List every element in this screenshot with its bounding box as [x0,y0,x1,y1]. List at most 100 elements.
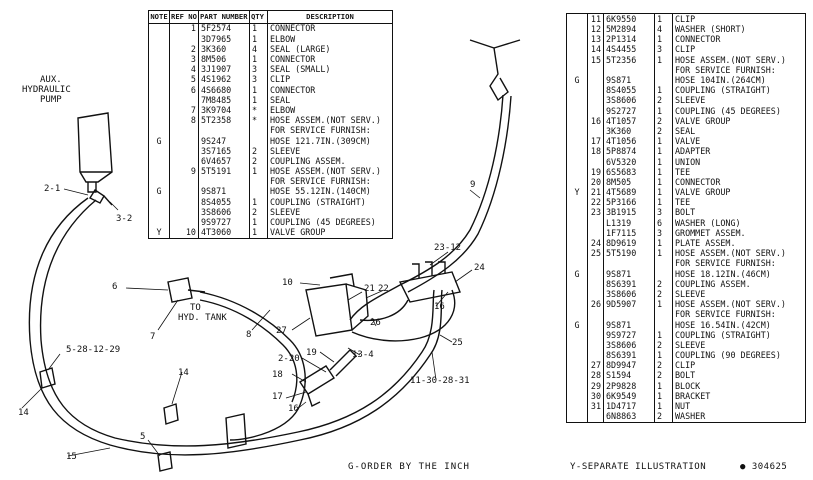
note-cell [566,360,588,371]
part-number-cell: 1D4717 [603,401,655,412]
note-cell [566,238,588,249]
header-desc: DESCRIPTION [267,10,393,24]
description-cell: SLEEVE [269,145,301,156]
callout-25: 25 [452,338,463,348]
note-cell [566,166,588,177]
note-cell [566,309,588,320]
part-number-cell: 9S871 [603,268,655,279]
note-cell [566,411,588,422]
ref-cell: 4 [169,64,199,75]
qty-cell: 1 [654,350,673,361]
hose-15 [28,197,443,456]
note-cell [566,13,588,25]
description-cell: HOSE 55.12IN.(140CM) [269,186,371,197]
note-cell [566,329,588,340]
ref-cell [587,227,604,239]
label-hyd-tank: HYD. TANK [178,313,227,323]
qty-cell: 1 [654,146,673,157]
ref-cell [169,176,199,187]
part-number-cell: 3J1907 [198,64,250,75]
qty-cell: 1 [654,34,673,45]
label-aux: AUX. [40,75,62,85]
table-row: FOR SERVICE FURNISH: [148,176,393,187]
description-cell: ELBOW [269,33,296,44]
description-cell: WASHER (LONG) [675,217,741,228]
description-cell: CLIP [675,360,696,371]
figure-number: ● 304625 [740,462,788,472]
description-cell: CLIP [675,44,696,55]
callout-9: 9 [470,180,476,190]
qty-cell: 1 [654,197,673,208]
qty-cell: 1 [654,13,673,25]
ref-cell: 10 [169,227,199,238]
qty-cell: 4 [249,43,268,55]
note-cell [566,126,588,137]
ref-cell [169,125,199,136]
ref-cell [587,340,604,351]
description-cell: SLEEVE [675,95,706,106]
qty-cell: 2 [654,411,673,422]
ref-cell: 2 [169,43,199,55]
qty-cell: 3 [654,227,673,239]
ref-cell [169,145,199,156]
note-cell: G [566,268,588,279]
description-cell: BLOCK [675,380,701,391]
ref-cell [587,268,604,279]
qty-cell: 1 [654,85,673,96]
note-cell [148,156,170,167]
ref-cell: 6 [169,84,199,95]
part-number-cell: 9S9727 [198,217,250,228]
description-cell: ADAPTER [675,146,711,157]
ref-cell: 5 [169,74,199,85]
qty-cell [654,64,673,76]
table-row: FOR SERVICE FURNISH: [566,258,806,269]
part-number-cell: 8M506 [198,54,250,65]
note-cell: G [148,135,170,146]
part-number-cell: 8S6391 [603,350,655,361]
part-number-cell: 4S4455 [603,44,655,55]
note-cell [566,197,588,208]
qty-cell: 2 [249,145,268,156]
part-number-cell: 6K9550 [603,13,655,25]
part-number-cell: 6V5320 [603,156,655,167]
callout-17: 17 [272,392,283,402]
description-cell: BOLT [675,370,696,381]
ref-cell [587,217,604,228]
ref-cell [587,75,604,86]
qty-cell: 1 [654,136,673,147]
hose-8 [199,291,306,441]
callout-27: 27 [276,326,287,336]
part-number-cell: 6K9549 [603,390,655,402]
qty-cell [654,319,673,330]
ref-cell: 22 [587,197,604,208]
note-cell [148,64,170,75]
ref-cell: 1 [169,23,199,34]
footer-y-separate: Y-SEPARATE ILLUSTRATION [570,462,707,472]
ref-cell [587,95,604,106]
ref-cell: 3 [169,54,199,65]
part-number-cell: L1319 [603,217,655,228]
qty-cell: 4 [654,24,673,35]
note-cell [566,258,588,269]
label-pump: PUMP [40,95,62,105]
parts-table-left: NOTE REF NO PART NUMBER QTY DESCRIPTION … [148,10,393,239]
description-cell: CONNECTOR [269,84,316,95]
part-number-cell: 9S2727 [603,105,655,116]
callout-5-28-12-29: 5-28-12-29 [66,345,121,355]
part-number-cell: 3S8606 [198,206,250,218]
valve-17 [299,365,335,395]
